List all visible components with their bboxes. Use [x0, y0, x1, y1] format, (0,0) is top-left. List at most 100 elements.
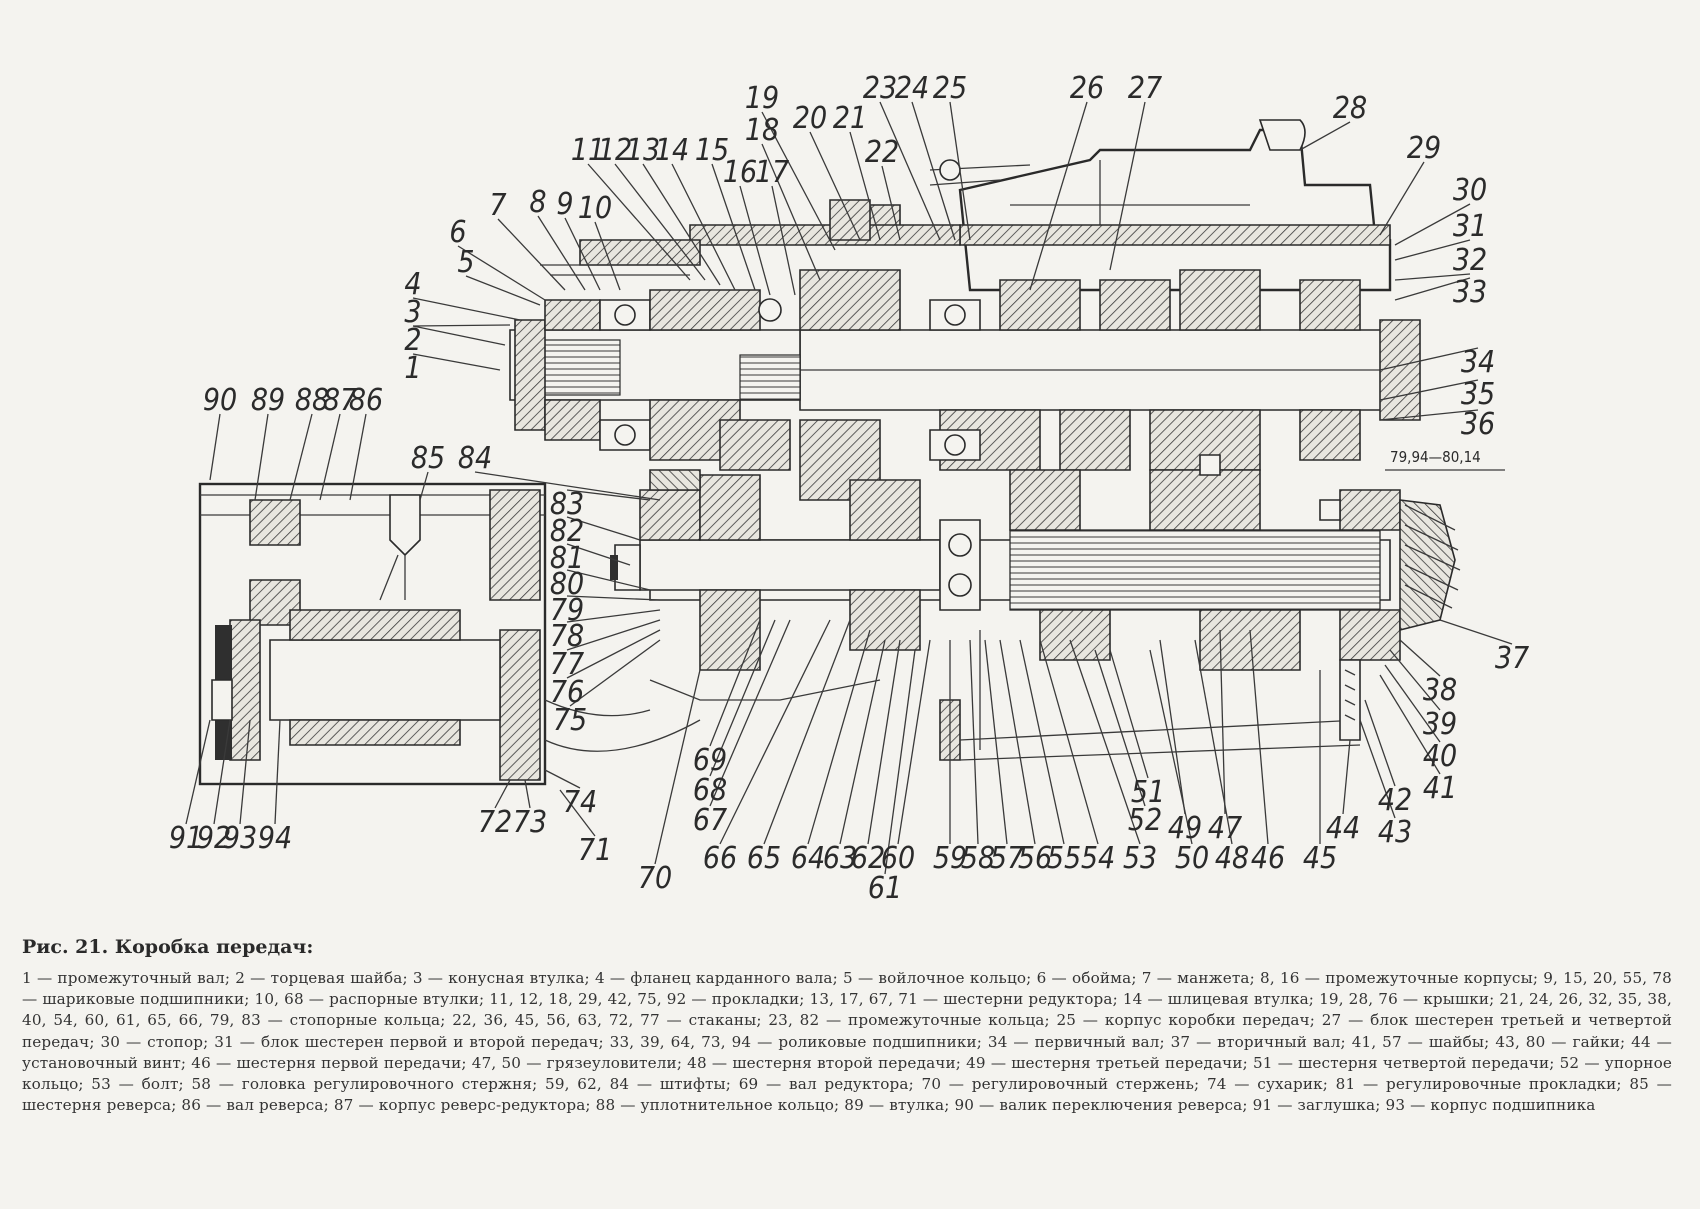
callout-label-12: 12 [598, 133, 632, 168]
leader-line-70 [654, 669, 701, 865]
leader-line-69 [709, 619, 761, 747]
leader-line-48 [1194, 639, 1233, 845]
leader-line-55 [1019, 639, 1065, 845]
callout-label-79: 79 [550, 593, 584, 628]
leader-line-79 [566, 595, 661, 601]
leader-line-28 [1299, 121, 1351, 151]
callout-label-41: 41 [1423, 771, 1457, 806]
callout-label-22: 22 [865, 135, 899, 170]
callout-label-54: 54 [1081, 841, 1115, 876]
leader-line-80 [566, 569, 651, 591]
leader-line-5 [465, 275, 541, 306]
leader-line-57 [984, 639, 1008, 845]
leader-line-10 [594, 221, 621, 291]
callout-label-58: 58 [961, 841, 995, 876]
leader-line-64 [807, 629, 871, 845]
leader-line-34 [1379, 347, 1479, 371]
callout-label-16: 16 [723, 155, 757, 190]
leader-line-16 [739, 185, 771, 296]
leader-line-62 [867, 639, 901, 845]
leader-line-49 [1159, 639, 1186, 815]
leader-line-11 [587, 163, 691, 281]
callout-label-72: 72 [478, 805, 512, 840]
leader-line-89 [254, 413, 269, 501]
callout-label-74: 74 [563, 785, 597, 820]
leader-line-15 [711, 163, 756, 291]
callout-label-89: 89 [251, 383, 285, 418]
callout-label-13: 13 [626, 133, 660, 168]
callout-label-81: 81 [550, 541, 584, 576]
callout-label-2: 2 [404, 323, 421, 358]
callout-label-56: 56 [1018, 841, 1052, 876]
callout-label-14: 14 [655, 133, 689, 168]
leader-line-77 [566, 619, 661, 651]
leader-line-26 [1029, 101, 1088, 291]
callout-label-17: 17 [755, 155, 789, 190]
leader-line-18 [761, 143, 821, 281]
leader-line-40 [1384, 664, 1441, 743]
callout-label-50: 50 [1175, 841, 1209, 876]
callout-label-75: 75 [553, 703, 587, 738]
leader-line-83 [566, 489, 651, 501]
leader-line-29 [1379, 161, 1425, 236]
leader-line-1 [412, 353, 501, 371]
callout-label-92: 92 [197, 821, 231, 856]
leader-line-19 [761, 111, 836, 251]
figure-caption: Рис. 21. Коробка передач: 1 — промежуточ… [22, 936, 1672, 1116]
callout-label-30: 30 [1453, 173, 1487, 208]
leader-line-8 [537, 215, 586, 291]
leader-line-73 [524, 779, 531, 809]
callout-label-31: 31 [1453, 209, 1487, 244]
callout-label-83: 83 [550, 487, 584, 522]
leader-line-56 [999, 639, 1036, 845]
callout-label-23: 23 [863, 71, 897, 106]
callout-label-34: 34 [1461, 345, 1495, 380]
leader-line-7 [497, 218, 566, 291]
callout-label-49: 49 [1168, 811, 1202, 846]
callout-label-11: 11 [571, 133, 605, 168]
callout-label-51: 51 [1131, 775, 1165, 810]
drawing-geometry [198, 119, 1461, 786]
callout-label-85: 85 [411, 441, 445, 476]
callout-label-78: 78 [550, 619, 584, 654]
callout-label-21: 21 [833, 101, 867, 136]
callout-label-9: 9 [556, 187, 573, 222]
leader-line-33 [1394, 277, 1471, 301]
callout-label-27: 27 [1128, 71, 1162, 106]
callout-label-77: 77 [550, 647, 584, 682]
leader-line-63 [839, 639, 886, 845]
callout-label-69: 69 [693, 743, 727, 778]
callout-label-62: 62 [851, 841, 885, 876]
dimension-label: 79,94—80,14 [1390, 448, 1481, 466]
callout-label-8: 8 [529, 185, 546, 220]
callout-label-15: 15 [695, 133, 729, 168]
callout-label-38: 38 [1423, 673, 1457, 708]
leader-line-85 [419, 471, 429, 501]
callout-label-82: 82 [550, 514, 584, 549]
leader-line-53 [1069, 639, 1141, 845]
callout-label-76: 76 [550, 675, 584, 710]
callout-label-18: 18 [745, 113, 779, 148]
leader-line-21 [849, 131, 881, 241]
leader-line-61 [884, 649, 916, 875]
callout-label-73: 73 [513, 805, 547, 840]
callout-label-87: 87 [323, 383, 357, 418]
leader-line-25 [949, 101, 971, 241]
callout-label-37: 37 [1495, 641, 1529, 676]
leader-line-66 [719, 619, 831, 845]
callout-label-59: 59 [933, 841, 967, 876]
leader-line-30 [1394, 203, 1471, 246]
callout-label-20: 20 [793, 101, 827, 136]
callout-label-84: 84 [458, 441, 492, 476]
leader-line-27 [1109, 101, 1146, 271]
leader-line-78 [566, 609, 661, 623]
callout-label-19: 19 [745, 81, 779, 116]
leader-line-82 [566, 516, 641, 541]
callout-label-94: 94 [258, 821, 292, 856]
callout-label-55: 55 [1047, 841, 1081, 876]
leader-line-74 [544, 769, 581, 789]
callout-label-80: 80 [550, 567, 584, 602]
leader-line-6 [457, 245, 546, 301]
callout-label-7: 7 [489, 188, 506, 223]
leader-line-13 [642, 163, 721, 286]
